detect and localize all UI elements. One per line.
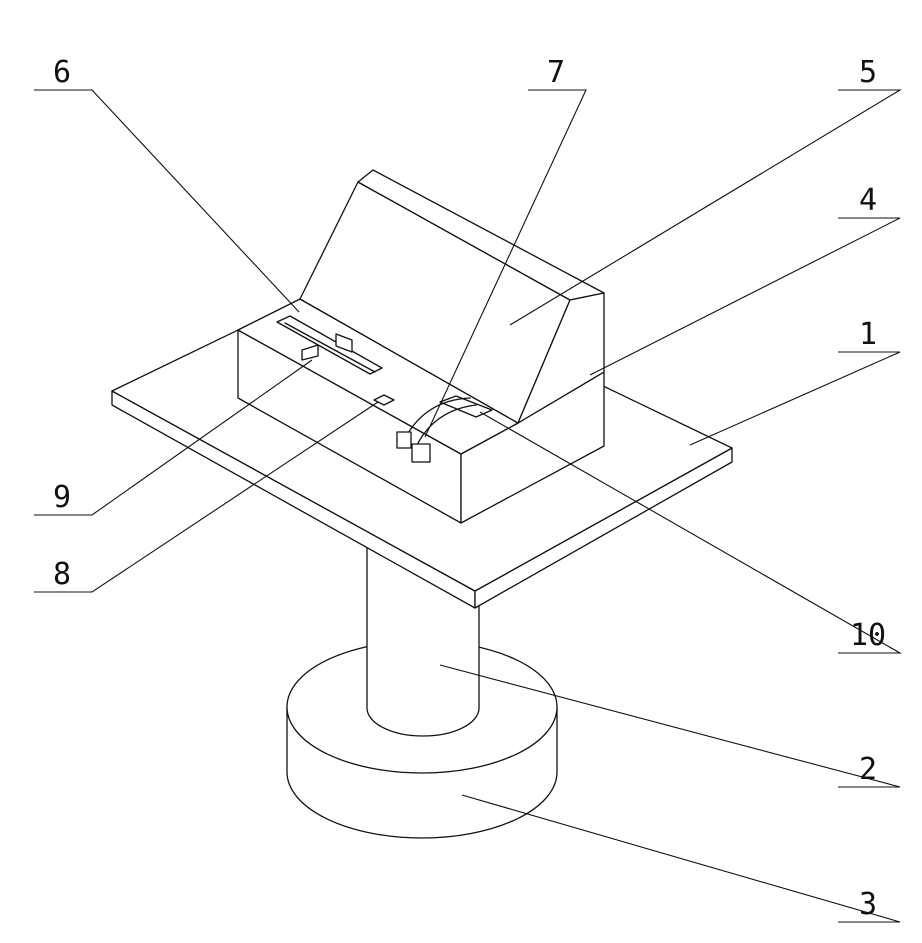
label-5: 5 xyxy=(859,55,877,90)
label-1: 1 xyxy=(859,317,877,352)
label-9: 9 xyxy=(53,480,71,515)
label-7: 7 xyxy=(547,55,565,90)
label-4: 4 xyxy=(859,183,877,218)
label-10: 10 xyxy=(850,618,886,653)
label-6: 6 xyxy=(53,55,71,90)
side-block xyxy=(412,444,430,462)
label-2: 2 xyxy=(859,752,877,787)
label-8: 8 xyxy=(53,557,71,592)
label-3: 3 xyxy=(859,887,877,922)
